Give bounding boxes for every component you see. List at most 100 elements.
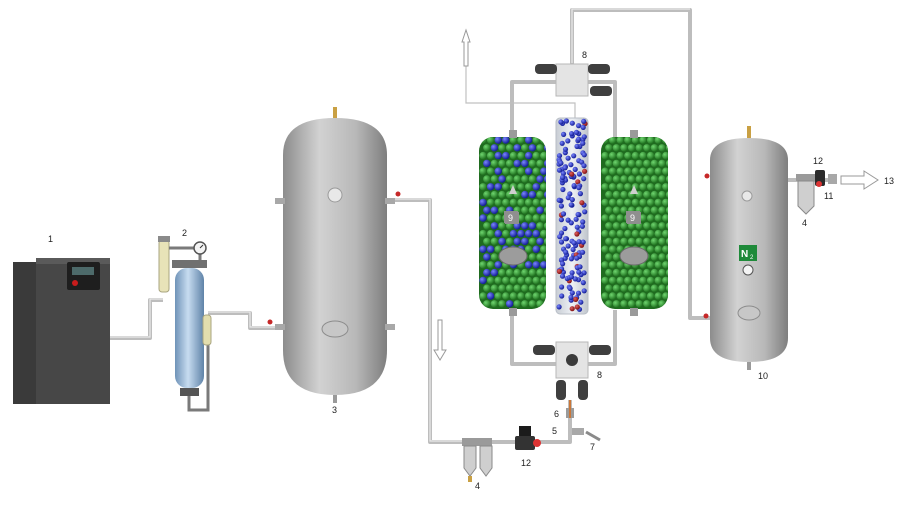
adsorbent-bead (513, 268, 521, 277)
adsorbent-bead (662, 245, 668, 253)
adsorbent-bead (624, 292, 632, 300)
label-filter-dryer: 2 (182, 228, 187, 238)
adsorbent-bead (643, 222, 651, 230)
adsorbent-bead (650, 284, 659, 292)
oxygen-molecule (494, 167, 502, 175)
oxygen-molecule (528, 222, 537, 230)
adsorbent-bead (650, 222, 659, 230)
adsorbent-bead (650, 175, 659, 183)
adsorbent-bead (639, 167, 647, 175)
label-valve-block-bottom: 8 (597, 370, 602, 380)
adsorbent-bead (616, 261, 624, 269)
adsorbent-bead (528, 300, 537, 308)
adsorbent-bead (524, 292, 533, 300)
adsorbent-bead (605, 284, 613, 292)
adsorbent-bead (658, 237, 666, 246)
adsorbent-bead (502, 229, 510, 238)
adsorbent-bead (662, 137, 668, 144)
adsorbent-bead (624, 137, 632, 144)
adsorbent-bead (532, 276, 540, 285)
adsorbent-bead (662, 229, 668, 238)
adsorbent-bead (543, 268, 546, 277)
adsorbent-bead (646, 229, 655, 238)
nitrogen-molecule (556, 197, 562, 203)
adsorbent-bead (631, 198, 640, 207)
adsorbent-bead (646, 292, 655, 300)
oxygen-molecule (486, 183, 495, 191)
oxygen-molecule (532, 245, 540, 253)
adsorbent-bead (635, 159, 643, 168)
oxygen-molecule (540, 167, 546, 175)
nitrogen-molecule (581, 288, 587, 294)
n2-sign (739, 245, 757, 261)
adsorbent-bead (498, 159, 506, 168)
other-gas-molecule (569, 171, 575, 177)
adsorbent-bead (658, 144, 666, 152)
adsorbent-bead (612, 284, 621, 292)
adsorbent-bead (662, 151, 668, 160)
oxygen-molecule (498, 175, 506, 183)
adsorbent-bead (627, 284, 636, 292)
oxygen-molecule (494, 151, 502, 160)
adsorbent-bead (601, 151, 609, 160)
adsorbent-bead (665, 237, 668, 246)
nitrogen-molecule (559, 140, 565, 146)
adsorbent-bead (639, 292, 647, 300)
adsorbent-bead (540, 276, 546, 285)
adsorbent-bead (498, 300, 506, 308)
oxygen-molecule (521, 190, 529, 199)
adsorbent-bead (635, 284, 643, 292)
nitrogen-molecule (578, 299, 584, 305)
oxygen-molecule (494, 137, 502, 144)
oxygen-molecule (483, 206, 491, 214)
oxygen-molecule (502, 151, 510, 160)
nitrogen-molecule (580, 219, 586, 225)
adsorbent-bead (521, 284, 529, 292)
adsorbent-bead (608, 214, 617, 222)
adsorbent-bead (654, 229, 662, 238)
nitrogen-molecule (558, 217, 565, 223)
adsorbent-bead (532, 151, 540, 160)
adsorbent-bead (601, 261, 609, 269)
adsorbent-bead (631, 229, 640, 238)
adsorbent-bead (536, 268, 544, 277)
adsorbent-bead (502, 292, 510, 300)
adsorbent-bead (505, 159, 514, 168)
nitrogen-molecule (563, 118, 570, 124)
adsorbent-bead (643, 144, 651, 152)
adsorbent-bead (654, 137, 662, 144)
adsorbent-bead (654, 245, 662, 253)
adsorbent-bead (654, 183, 662, 191)
adsorbent-bead (521, 268, 529, 277)
label-air-receiver: 3 (332, 405, 337, 415)
label-adsorber-left: 9 (508, 213, 513, 223)
adsorbent-bead (494, 245, 502, 253)
adsorbent-bead (658, 300, 666, 308)
other-gas-molecule (582, 168, 588, 174)
nitrogen-molecule (565, 138, 571, 144)
adsorbent-bead (498, 222, 506, 230)
adsorbent-bead (639, 137, 647, 144)
adsorbent-bead (524, 198, 533, 207)
adsorbent-bead (654, 276, 662, 285)
adsorbent-bead (528, 253, 537, 261)
adsorbent-bead (540, 292, 546, 300)
adsorbent-bead (543, 253, 546, 261)
nitrogen-molecule (560, 170, 567, 176)
adsorbent-bead (635, 144, 643, 152)
adsorbent-bead (486, 261, 495, 269)
oxygen-molecule (490, 144, 499, 152)
nitrogen-molecule (565, 217, 571, 223)
n2-subscript: 2 (750, 255, 754, 261)
adsorbent-bead (605, 159, 613, 168)
adsorbent-bead (505, 144, 514, 152)
valve-block-bottom (533, 341, 611, 400)
nitrogen-molecule (580, 140, 586, 146)
adsorbent-bead (536, 144, 544, 152)
adsorbent-bead (608, 198, 617, 207)
adsorbent-bead (509, 198, 518, 207)
oxygen-molecule (524, 261, 533, 269)
nitrogen-molecule (558, 239, 565, 245)
adsorbent-bead (612, 144, 621, 152)
adsorbent-bead (654, 151, 662, 160)
